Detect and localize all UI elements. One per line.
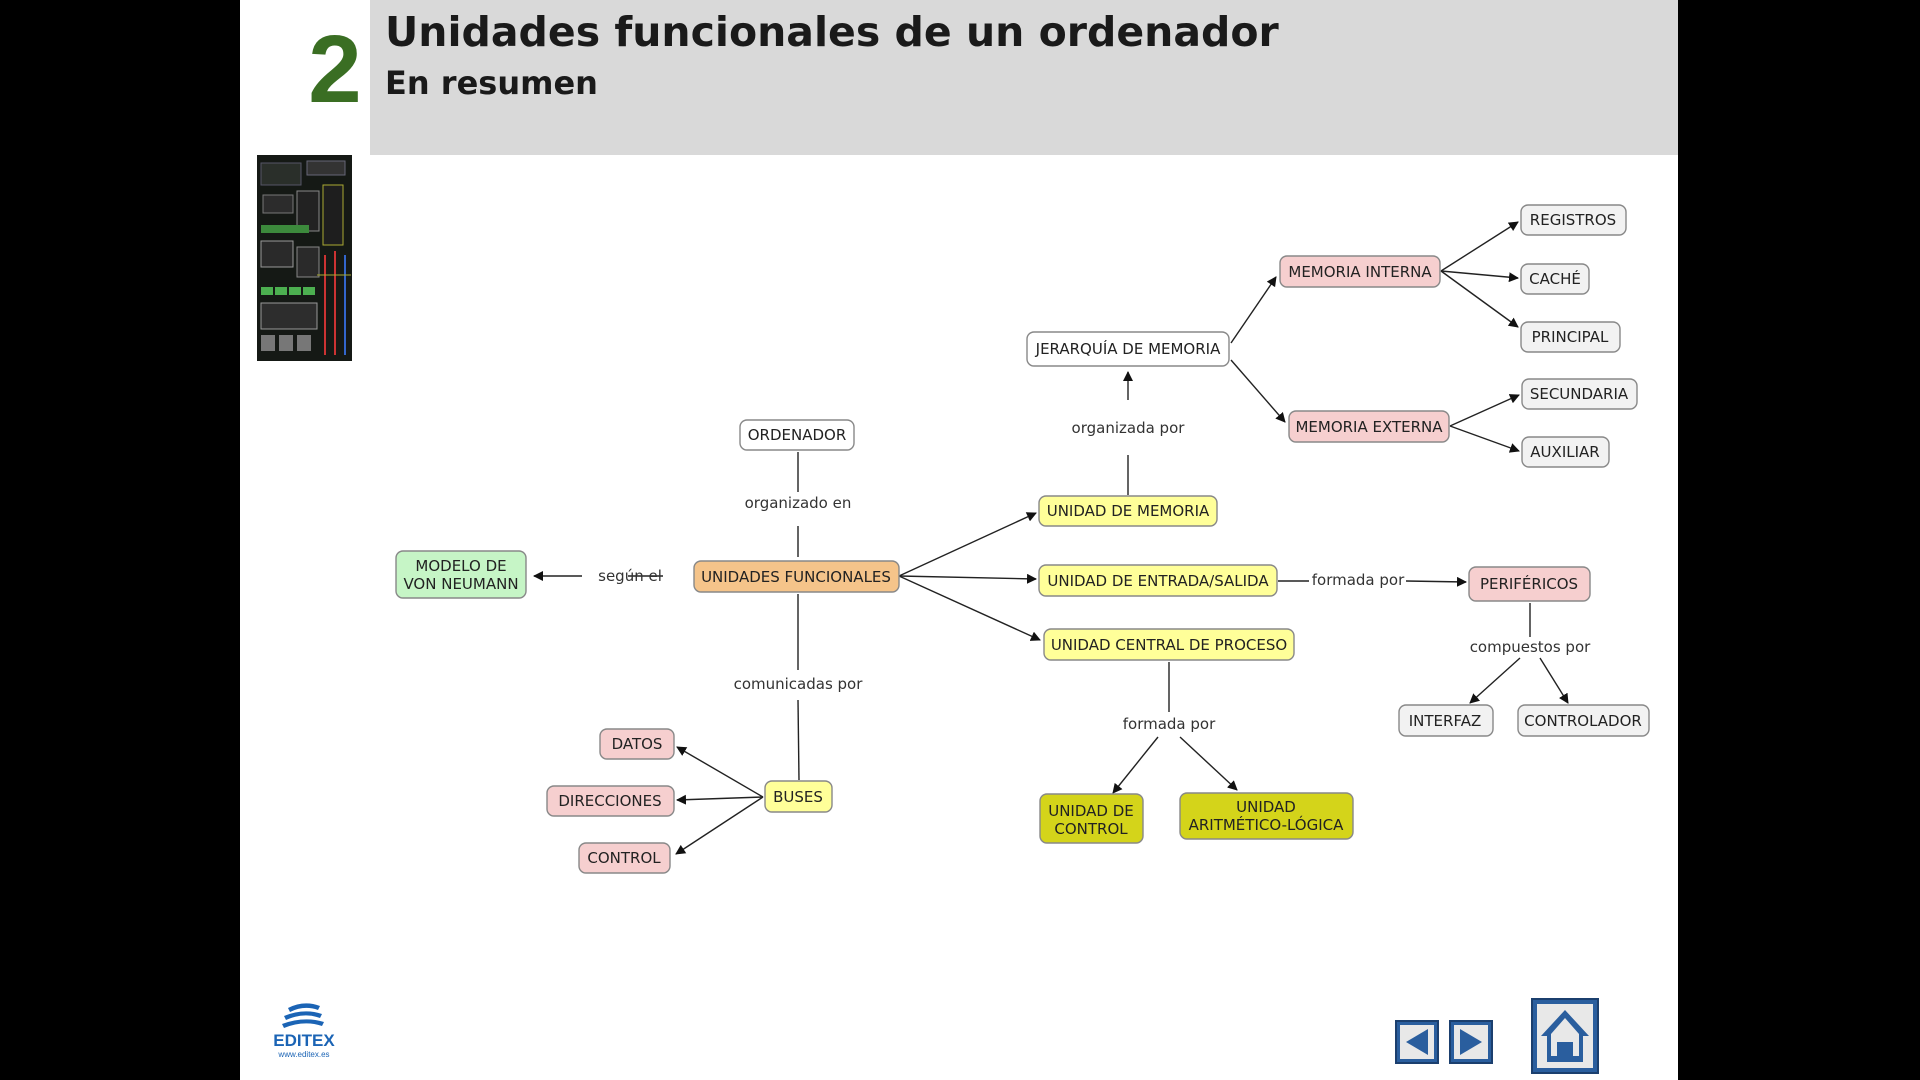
svg-text:www.editex.es: www.editex.es [277, 1050, 329, 1059]
svg-text:ARITMÉTICO-LÓGICA: ARITMÉTICO-LÓGICA [1189, 815, 1345, 834]
triangle-right-icon [1449, 1020, 1493, 1064]
concept-map: organizado en según el comunicadas por o… [395, 204, 1650, 874]
link-label-formada-por-es: formada por [1312, 571, 1405, 589]
slide-header: Unidades funcionales de un ordenador En … [370, 0, 1678, 155]
home-button[interactable] [1531, 998, 1599, 1074]
link-label-compuestos-por: compuestos por [1470, 638, 1591, 656]
svg-text:CONTROLADOR: CONTROLADOR [1524, 712, 1642, 730]
node-principal: PRINCIPAL [1520, 321, 1621, 353]
triangle-left-icon [1395, 1020, 1439, 1064]
node-buses: BUSES [764, 780, 833, 813]
svg-text:UNIDAD DE: UNIDAD DE [1048, 802, 1134, 820]
svg-text:VON NEUMANN: VON NEUMANN [403, 575, 518, 593]
chapter-number: 2 [308, 16, 362, 123]
svg-text:UNIDADES FUNCIONALES: UNIDADES FUNCIONALES [701, 568, 891, 586]
node-unidad-aritmetico-logica: UNIDAD ARITMÉTICO-LÓGICA [1179, 792, 1354, 840]
node-ordenador: ORDENADOR [739, 419, 855, 451]
svg-text:BUSES: BUSES [773, 788, 823, 806]
node-modelo-von-neumann: MODELO DE VON NEUMANN [395, 550, 527, 599]
link-label-comunicadas-por: comunicadas por [734, 675, 864, 693]
node-control: CONTROL [578, 842, 671, 874]
svg-text:SECUNDARIA: SECUNDARIA [1530, 385, 1629, 403]
slide-title: Unidades funcionales de un ordenador [385, 8, 1279, 56]
svg-text:UNIDAD DE MEMORIA: UNIDAD DE MEMORIA [1047, 502, 1210, 520]
slide: 2 Unidades funcionales de un ordenador E… [240, 0, 1678, 1080]
svg-text:INTERFAZ: INTERFAZ [1409, 712, 1482, 730]
circuit-board-thumbnail [257, 155, 352, 361]
node-interfaz: INTERFAZ [1398, 704, 1494, 737]
link-label-formada-por-ucp: formada por [1123, 715, 1216, 733]
svg-text:MEMORIA EXTERNA: MEMORIA EXTERNA [1295, 418, 1443, 436]
link-label-segun-el: según el [598, 567, 662, 585]
svg-text:MEMORIA INTERNA: MEMORIA INTERNA [1288, 263, 1432, 281]
svg-text:REGISTROS: REGISTROS [1530, 211, 1616, 229]
svg-text:MODELO DE: MODELO DE [415, 557, 506, 575]
svg-text:CONTROL: CONTROL [587, 849, 661, 867]
svg-text:JERARQUÍA DE MEMORIA: JERARQUÍA DE MEMORIA [1035, 339, 1221, 358]
svg-text:EDITEX: EDITEX [273, 1031, 335, 1050]
node-direcciones: DIRECCIONES [546, 785, 675, 817]
link-label-organizada-por: organizada por [1072, 419, 1186, 437]
node-registros: REGISTROS [1520, 204, 1627, 236]
node-perifericos: PERIFÉRICOS [1468, 566, 1591, 602]
node-unidad-de-memoria: UNIDAD DE MEMORIA [1038, 495, 1218, 527]
svg-text:PERIFÉRICOS: PERIFÉRICOS [1480, 574, 1578, 593]
node-unidad-de-control: UNIDAD DE CONTROL [1039, 793, 1144, 844]
node-unidades-funcionales: UNIDADES FUNCIONALES [693, 560, 900, 593]
node-jerarquia-memoria: JERARQUÍA DE MEMORIA [1026, 331, 1230, 367]
node-secundaria: SECUNDARIA [1521, 378, 1638, 410]
svg-text:CACHÉ: CACHÉ [1529, 269, 1581, 288]
node-controlador: CONTROLADOR [1517, 704, 1650, 737]
node-memoria-interna: MEMORIA INTERNA [1279, 255, 1441, 288]
node-cache: CACHÉ [1520, 263, 1590, 295]
house-icon [1531, 998, 1599, 1074]
link-label-organizado-en: organizado en [745, 494, 852, 512]
slide-subtitle: En resumen [385, 64, 598, 102]
node-memoria-externa: MEMORIA EXTERNA [1288, 410, 1450, 443]
node-unidad-central-proceso: UNIDAD CENTRAL DE PROCESO [1043, 628, 1295, 661]
node-unidad-entrada-salida: UNIDAD DE ENTRADA/SALIDA [1038, 564, 1278, 597]
svg-text:PRINCIPAL: PRINCIPAL [1532, 328, 1609, 346]
svg-text:UNIDAD CENTRAL DE PROCESO: UNIDAD CENTRAL DE PROCESO [1051, 636, 1287, 654]
node-datos: DATOS [599, 728, 675, 760]
editex-logo: EDITEX www.editex.es [264, 1000, 344, 1062]
next-slide-button[interactable] [1449, 1020, 1493, 1064]
svg-text:UNIDAD: UNIDAD [1236, 798, 1296, 816]
svg-text:CONTROL: CONTROL [1054, 820, 1128, 838]
svg-text:DATOS: DATOS [612, 735, 663, 753]
svg-text:DIRECCIONES: DIRECCIONES [558, 792, 661, 810]
previous-slide-button[interactable] [1395, 1020, 1439, 1064]
svg-text:AUXILIAR: AUXILIAR [1530, 443, 1599, 461]
svg-text:ORDENADOR: ORDENADOR [748, 426, 847, 444]
svg-text:UNIDAD DE ENTRADA/SALIDA: UNIDAD DE ENTRADA/SALIDA [1047, 572, 1269, 590]
node-auxiliar: AUXILIAR [1521, 436, 1610, 468]
